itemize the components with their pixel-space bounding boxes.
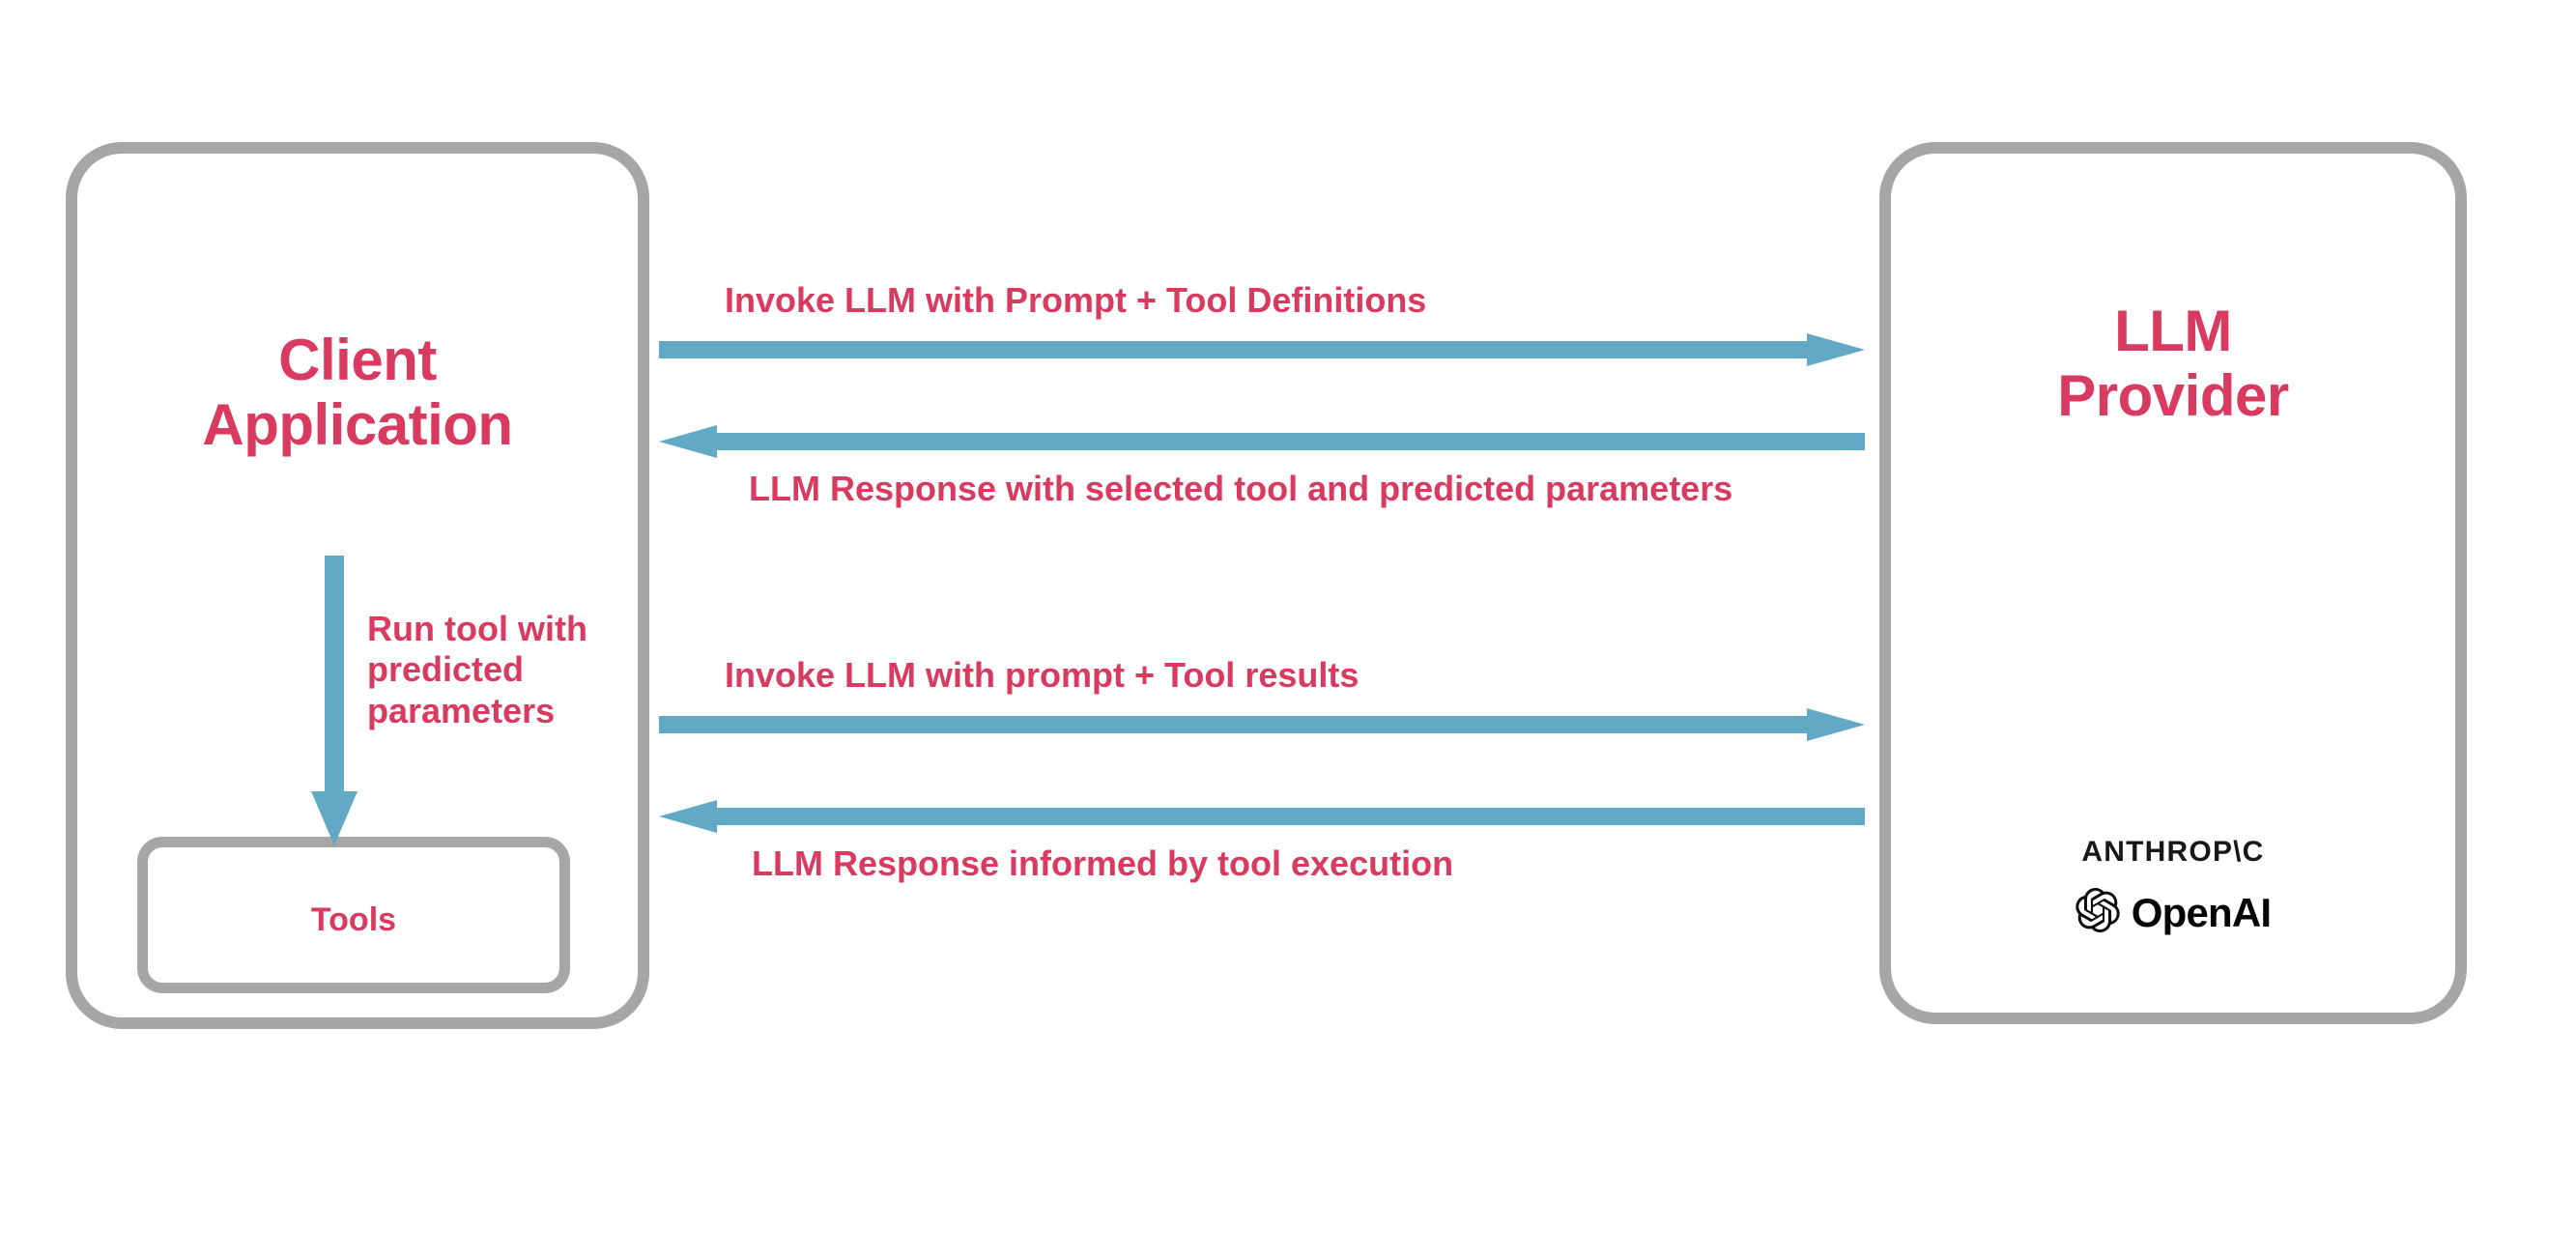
message-arrow-left-icon-2: [659, 425, 1865, 458]
message-label-llm-response-informed-by-tool-execution: LLM Response informed by tool execution: [752, 843, 1454, 883]
provider-logo-stack: ANTHROP\C OpenAI: [1891, 836, 2455, 937]
llm-provider-box: LLM Provider ANTHROP\C OpenAI: [1879, 142, 2467, 1024]
run-tool-label: Run tool with predicted parameters: [367, 609, 628, 731]
run-tool-arrow-down-icon: [311, 556, 358, 845]
message-label-invoke-llm-with-prompt-tool-definitions: Invoke LLM with Prompt + Tool Definition…: [725, 280, 1427, 320]
message-arrow-left-icon-4: [659, 800, 1865, 833]
openai-mark-icon: [2075, 888, 2120, 937]
tools-label: Tools: [310, 901, 397, 938]
provider-title-line-2: Provider: [2057, 363, 2289, 429]
message-label-llm-response-with-selected-tool-and-predicted-parameters: LLM Response with selected tool and pred…: [749, 469, 1733, 508]
tools-box[interactable]: Tools: [137, 837, 570, 993]
client-application-box: Client Application Tools: [66, 142, 649, 1029]
run-tool-label-line-3: parameters: [367, 690, 556, 730]
client-application-title: Client Application: [77, 328, 638, 457]
anthropic-logo: ANTHROP\C: [2081, 836, 2265, 868]
llm-provider-title: LLM Provider: [1891, 299, 2455, 428]
message-arrow-right-icon-3: [659, 708, 1865, 741]
client-title-line-1: Client: [278, 328, 437, 392]
run-tool-label-line-2: predicted: [367, 649, 525, 690]
client-title-line-2: Application: [202, 392, 513, 458]
message-label-invoke-llm-with-prompt-tool-results: Invoke LLM with prompt + Tool results: [725, 655, 1360, 695]
openai-wordmark: OpenAI: [2131, 889, 2272, 935]
run-tool-label-line-1: Run tool with: [367, 609, 587, 648]
message-arrow-right-icon-1: [659, 333, 1865, 366]
provider-title-line-1: LLM: [2114, 299, 2232, 363]
openai-logo: OpenAI: [2075, 888, 2272, 937]
